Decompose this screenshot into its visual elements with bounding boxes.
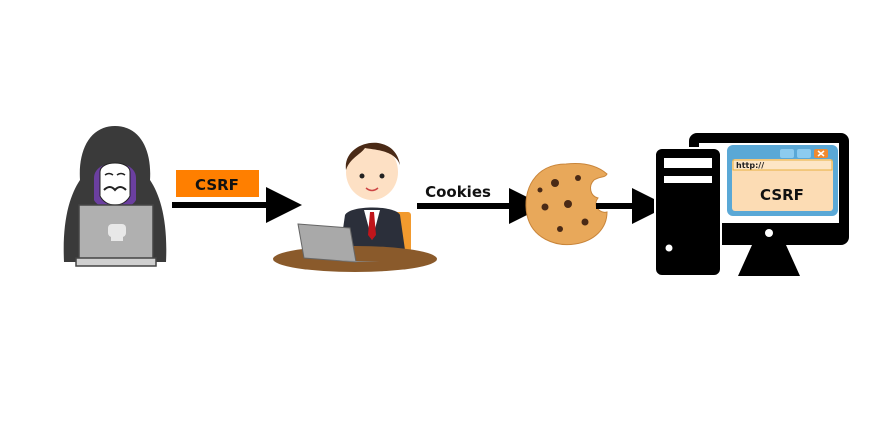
maximize-icon: [797, 149, 811, 158]
skull-icon: [108, 224, 126, 241]
browser-url: http://: [736, 161, 764, 170]
csrf-label-box: [176, 170, 259, 197]
browser-content: CSRF: [760, 186, 804, 204]
cookie-icon: [525, 163, 608, 246]
minimize-icon: [780, 149, 794, 158]
user-at-laptop-icon: [273, 142, 437, 272]
browser-window: http:// CSRF: [727, 145, 838, 216]
hacker-icon: [63, 126, 167, 267]
cookies-label: Cookies: [425, 183, 491, 201]
csrf-label: CSRF: [195, 176, 239, 194]
